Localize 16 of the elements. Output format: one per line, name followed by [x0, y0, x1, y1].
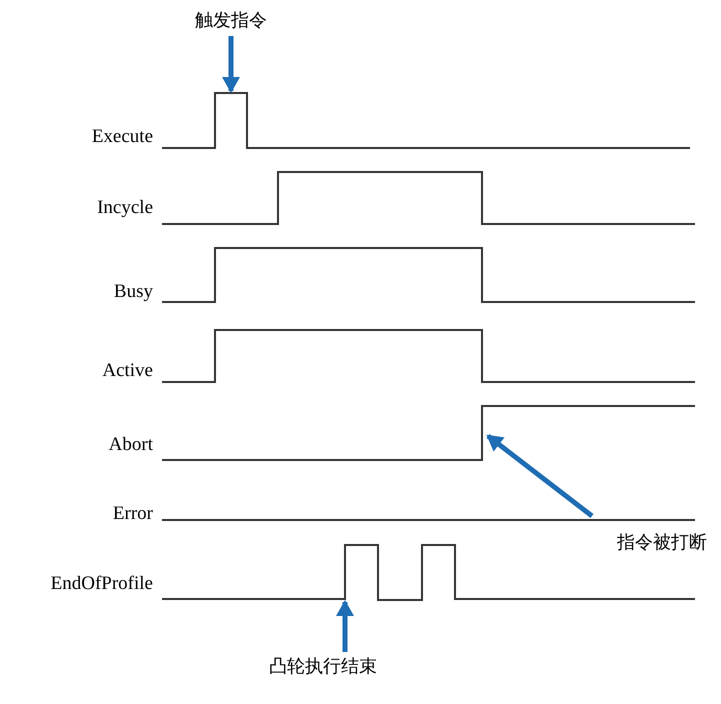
signal-label: Active [102, 360, 153, 382]
signal-label: Abort [108, 434, 153, 456]
arrow [336, 600, 354, 652]
annotation-text: 指令被打断 [604, 530, 720, 554]
signal-label: Busy [114, 281, 153, 303]
annotation-text: 凸轮执行结束 [268, 654, 378, 678]
signal-label: Incycle [97, 197, 153, 219]
arrow [486, 434, 594, 518]
pulse-waveform [214, 92, 248, 148]
pulse-waveform [344, 544, 379, 600]
signal-label: EndOfProfile [50, 573, 153, 595]
signal-label: Execute [92, 126, 153, 148]
signal-label: Error [112, 503, 153, 525]
rising-edge [481, 406, 483, 460]
annotation-text: 触发指令 [190, 8, 272, 32]
arrow [222, 36, 240, 93]
